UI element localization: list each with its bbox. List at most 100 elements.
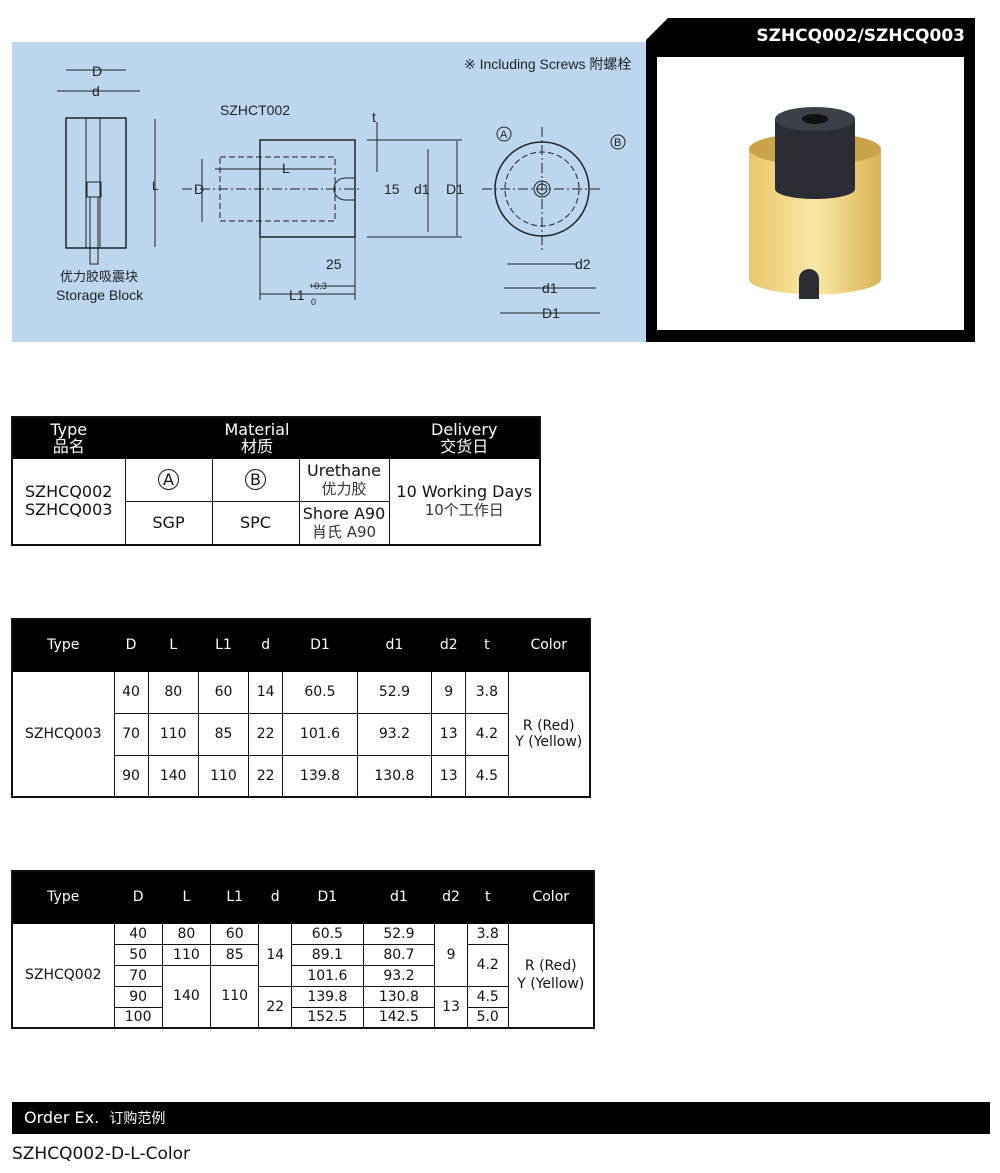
callout-a: A	[500, 129, 508, 141]
table-cell: 22	[248, 712, 284, 756]
header-d1: D1	[282, 618, 358, 672]
table-cell: 40	[113, 670, 149, 714]
table-cell: 110	[197, 754, 250, 798]
table-cell: 4.2	[465, 712, 509, 756]
table-cell: 93.2	[362, 964, 436, 987]
table-cell: 90	[113, 754, 149, 798]
header-l: L	[161, 870, 212, 924]
header-type: Type	[11, 870, 115, 924]
header-d: D	[113, 870, 163, 924]
table-cell: 5.0	[466, 1006, 509, 1029]
table-cell: 13	[434, 985, 468, 1029]
dim-D: D	[92, 63, 102, 79]
dim-D1-end: D1	[542, 305, 560, 321]
tol-zero: 0	[311, 297, 316, 307]
header-d1: d1	[362, 870, 436, 924]
header-type: Type	[11, 618, 115, 672]
table-cell: 52.9	[356, 670, 433, 714]
table-cell: 40	[113, 922, 163, 945]
table-cell: 100	[113, 1006, 163, 1029]
table-cell: 130.8	[356, 754, 433, 798]
part-a: A	[124, 457, 213, 502]
dim-d2: d2	[575, 256, 591, 272]
storage-en: Storage Block	[56, 287, 144, 303]
color-cell: R (Red)Y (Yellow)	[507, 922, 595, 1029]
screws-note: ※ Including Screws 附螺栓	[464, 56, 631, 72]
table-cell: 101.6	[282, 712, 358, 756]
header-color: Color	[507, 870, 595, 924]
dim-D-side: D	[194, 181, 204, 197]
color-cell: R (Red)Y (Yellow)	[507, 670, 591, 798]
table-cell: 70	[113, 964, 163, 987]
dim-L: L	[152, 179, 159, 193]
dim-d: d	[92, 83, 100, 99]
table-cell: 9	[431, 670, 467, 714]
table-cell: 60	[210, 922, 260, 945]
table-cell: 13	[431, 712, 467, 756]
table-cell: 140	[147, 754, 199, 798]
storage-cn: 优力胶吸震块	[60, 269, 138, 284]
header-d: D	[113, 618, 149, 672]
dim-d1-end: d1	[542, 280, 558, 296]
table-cell: 3.8	[466, 922, 509, 945]
table-cell: 14	[258, 922, 293, 987]
callout-b: B	[614, 137, 621, 149]
header-t: t	[465, 618, 509, 672]
material-sgp: SGP	[124, 500, 213, 546]
type-cell: SZHCQ002	[11, 922, 115, 1029]
table-cell: 80.7	[362, 943, 436, 966]
dim-d1-side: d1	[414, 181, 430, 197]
table-cell: 60.5	[282, 670, 358, 714]
table-cell: 152.5	[291, 1006, 364, 1029]
table-cell: 80	[147, 670, 199, 714]
table-cell: 60	[197, 670, 250, 714]
header-d2: d2	[431, 618, 467, 672]
material-spc: SPC	[211, 500, 300, 546]
table-cell: 70	[113, 712, 149, 756]
table-cell: 90	[113, 985, 163, 1008]
table-cell: 140	[161, 964, 212, 1029]
order-example-header: Order Ex. 订购范例	[12, 1102, 990, 1134]
table-cell: 142.5	[362, 1006, 436, 1029]
table-cell: 9	[434, 922, 468, 987]
table-cell: 4.5	[465, 754, 509, 798]
table-cell: 110	[147, 712, 199, 756]
dim-D1-side: D1	[446, 181, 464, 197]
table-cell: 89.1	[291, 943, 364, 966]
technical-drawing: ※ Including Screws 附螺栓 D d L 优力胶吸震块 Stor…	[12, 42, 646, 342]
header-l1: L1	[210, 870, 260, 924]
header-l1: L1	[197, 618, 250, 672]
table-cell: 3.8	[465, 670, 509, 714]
header-d1: D1	[291, 870, 364, 924]
table-cell: 85	[210, 943, 260, 966]
dim-25: 25	[326, 256, 342, 272]
table-cell: 4.5	[466, 985, 509, 1008]
table-cell: 85	[197, 712, 250, 756]
table-cell: 93.2	[356, 712, 433, 756]
table-cell: 22	[248, 754, 284, 798]
table-cell: 110	[161, 943, 212, 966]
table-cell: 4.2	[466, 943, 509, 987]
table-cell: 110	[210, 964, 260, 1029]
table-cell: 14	[248, 670, 284, 714]
product-title: SZHCQ002/SZHCQ003	[756, 26, 965, 46]
product-photo	[657, 57, 964, 330]
table-cell: 52.9	[362, 922, 436, 945]
table-cell: 139.8	[282, 754, 358, 798]
table-cell: 13	[431, 754, 467, 798]
part-b: B	[211, 457, 300, 502]
order-example: SZHCQ002-D-L-Color	[12, 1144, 190, 1164]
dim-15: 15	[384, 181, 400, 197]
header-l: L	[147, 618, 199, 672]
table-cell: 139.8	[291, 985, 364, 1008]
table-cell: 130.8	[362, 985, 436, 1008]
table-cell: 60.5	[291, 922, 364, 945]
